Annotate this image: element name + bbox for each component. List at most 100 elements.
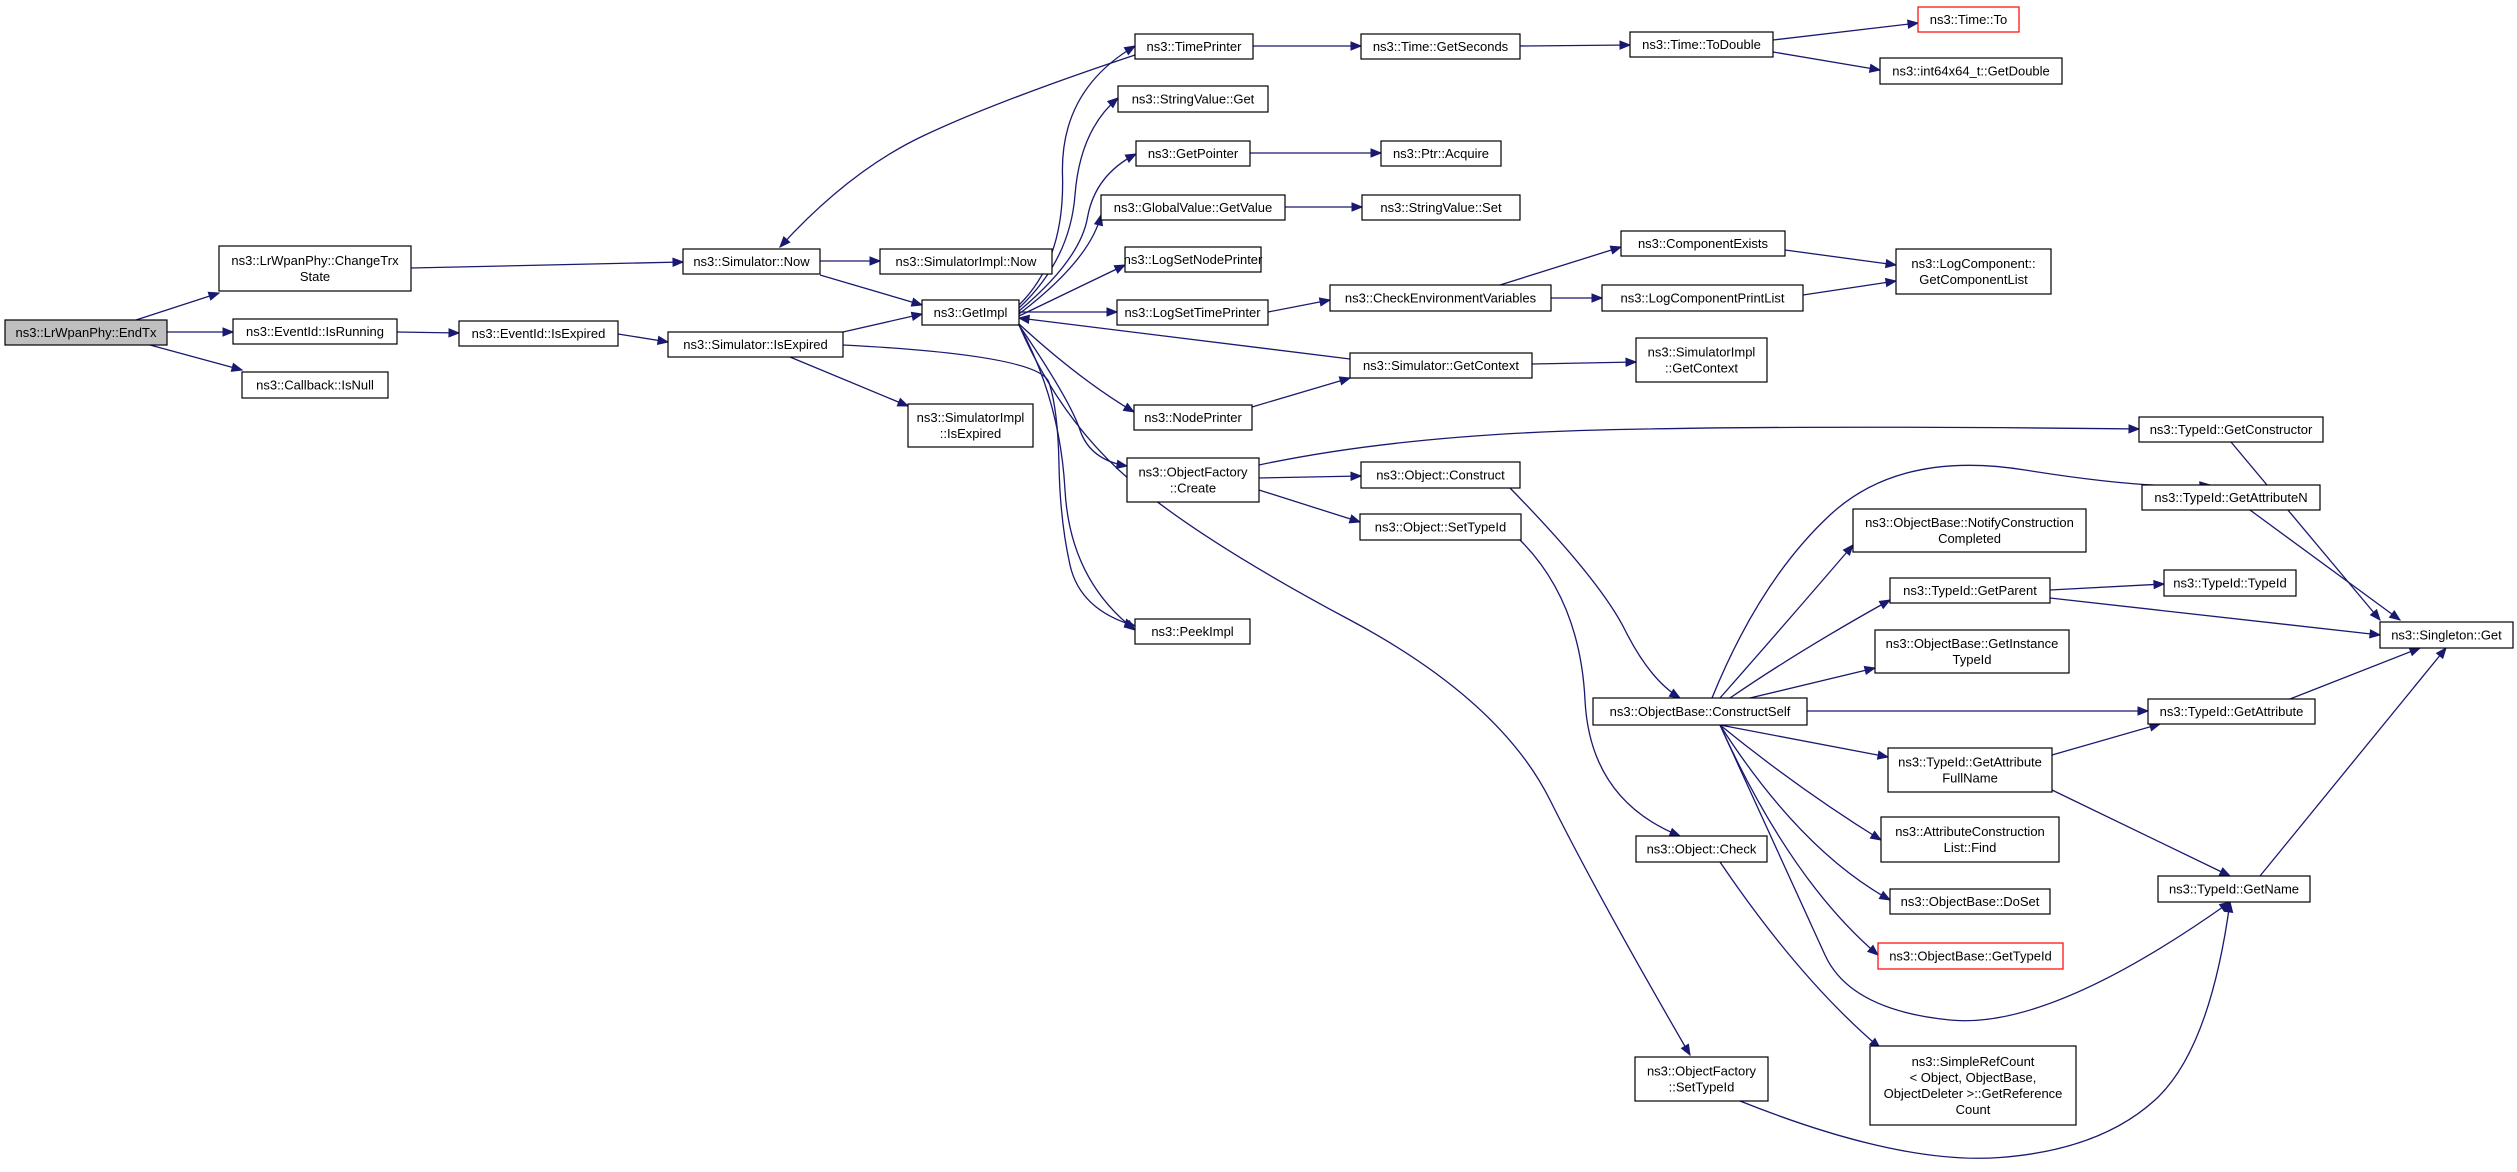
edge-obconstructself-to-obgettypeid — [1719, 724, 1879, 956]
node-obgettypeid[interactable]: ns3::ObjectBase::GetTypeId — [1877, 942, 2064, 970]
node-singletonget[interactable]: ns3::Singleton::Get — [2379, 621, 2514, 649]
node-eidexpired[interactable]: ns3::EventId::IsExpired — [458, 320, 619, 347]
node-strget[interactable]: ns3::StringValue::Get — [1117, 85, 1269, 113]
node-checkenv[interactable]: ns3::CheckEnvironmentVariables — [1329, 284, 1552, 312]
node-isnull[interactable]: ns3::Callback::IsNull — [241, 371, 389, 399]
arrowhead-getimpl — [910, 311, 924, 321]
node-ofcreate[interactable]: ns3::ObjectFactory::Create — [1126, 457, 1260, 503]
node-typeidgetname[interactable]: ns3::TypeId::GetName — [2157, 875, 2311, 903]
node-label: ::IsExpired — [940, 426, 1001, 441]
arrowhead-timeto — [1907, 19, 1920, 29]
node-simplerefcount[interactable]: ns3::SimpleRefCount< Object, ObjectBase,… — [1869, 1045, 2077, 1126]
arrowhead-getpointer — [1124, 153, 1138, 164]
node-getpointer[interactable]: ns3::GetPointer — [1135, 140, 1251, 167]
edge-getimpl-to-nodeprinter — [1018, 323, 1135, 413]
node-objsettypeid[interactable]: ns3::Object::SetTypeId — [1359, 513, 1522, 541]
node-label: ObjectDeleter >::GetReference — [1884, 1086, 2063, 1101]
arrowhead-simnow — [779, 236, 791, 248]
node-label: ns3::LogSetTimePrinter — [1124, 305, 1261, 320]
arrowhead-simimplnow — [869, 256, 882, 266]
node-box — [1124, 246, 1262, 273]
node-logsetnode[interactable]: ns3::LogSetNodePrinter — [1124, 246, 1263, 273]
arrowhead-objconstruct — [1350, 471, 1363, 481]
node-obdoset[interactable]: ns3::ObjectBase::DoSet — [1889, 888, 2051, 915]
node-objcheck[interactable]: ns3::Object::Check — [1635, 835, 1768, 863]
node-logcompget[interactable]: ns3::LogComponent::GetComponentList — [1895, 248, 2052, 295]
node-box — [232, 318, 398, 345]
node-logcompprint[interactable]: ns3::LogComponentPrintList — [1601, 284, 1804, 312]
node-typeidgetparent[interactable]: ns3::TypeId::GetParent — [1889, 577, 2051, 604]
node-box — [1634, 1056, 1769, 1102]
node-box — [1895, 248, 2052, 295]
node-label: ns3::ObjectBase::NotifyConstruction — [1865, 515, 2074, 530]
node-strset[interactable]: ns3::StringValue::Set — [1361, 194, 1521, 221]
node-box — [921, 299, 1020, 326]
edge-todouble-to-int64getdouble — [1772, 51, 1881, 71]
node-label: ns3::ComponentExists — [1638, 236, 1769, 251]
node-box — [1880, 816, 2060, 863]
node-box — [1877, 942, 2064, 970]
node-timeprinter[interactable]: ns3::TimePrinter — [1134, 33, 1254, 60]
node-ofsettypeid[interactable]: ns3::ObjectFactory::SetTypeId — [1634, 1056, 1769, 1102]
node-logsettime[interactable]: ns3::LogSetTimePrinter — [1116, 299, 1269, 326]
node-timeto[interactable]: ns3::Time::To — [1917, 6, 2020, 33]
node-simnow[interactable]: ns3::Simulator::Now — [682, 248, 821, 275]
node-gvgetvalue[interactable]: ns3::GlobalValue::GetValue — [1100, 194, 1286, 221]
arrowhead-objcheck — [1668, 827, 1682, 837]
node-endtx[interactable]: ns3::LrWpanPhy::EndTx — [4, 319, 168, 346]
arrowhead-strset — [1351, 202, 1364, 212]
node-nodeprinter[interactable]: ns3::NodePrinter — [1133, 404, 1253, 431]
node-obconstructself[interactable]: ns3::ObjectBase::ConstructSelf — [1592, 697, 1808, 726]
node-int64getdouble[interactable]: ns3::int64x64_t::GetDouble — [1879, 57, 2063, 85]
edge-getimpl-to-ofsettypeid — [1018, 324, 1691, 1056]
node-simgetcontext[interactable]: ns3::Simulator::GetContext — [1349, 352, 1533, 379]
arrowhead-logcompget — [1884, 277, 1898, 288]
node-label: ns3::TypeId::GetAttribute — [1898, 755, 2042, 770]
node-simimplgetcontext[interactable]: ns3::SimulatorImpl::GetContext — [1635, 337, 1768, 383]
node-label: ns3::Time::ToDouble — [1642, 37, 1761, 52]
node-box — [458, 320, 619, 347]
node-obnotify[interactable]: ns3::ObjectBase::NotifyConstructionCompl… — [1852, 508, 2087, 553]
node-simimplexpired[interactable]: ns3::SimulatorImpl::IsExpired — [907, 403, 1034, 448]
node-isrunning[interactable]: ns3::EventId::IsRunning — [232, 318, 398, 345]
node-typeidgetattribute[interactable]: ns3::TypeId::GetAttribute — [2147, 698, 2316, 725]
node-typeidgetattributen[interactable]: ns3::TypeId::GetAttributeN — [2141, 484, 2321, 511]
edge-logsettime-to-checkenv — [1267, 299, 1331, 313]
node-compexists[interactable]: ns3::ComponentExists — [1620, 230, 1786, 257]
node-box — [2138, 416, 2324, 443]
node-label: List::Find — [1944, 840, 1997, 855]
node-ptracquire[interactable]: ns3::Ptr::Acquire — [1380, 140, 1502, 167]
node-objconstruct[interactable]: ns3::Object::Construct — [1360, 461, 1521, 489]
node-getseconds[interactable]: ns3::Time::GetSeconds — [1360, 33, 1521, 60]
node-label: ns3::Simulator::IsExpired — [683, 337, 828, 352]
node-box — [1100, 194, 1286, 221]
node-box — [241, 371, 389, 399]
node-box — [1361, 194, 1521, 221]
arrowhead-obgetinstance — [1863, 665, 1877, 676]
node-label: ns3::SimulatorImpl — [917, 410, 1025, 425]
node-box — [2141, 484, 2321, 511]
node-getimpl[interactable]: ns3::GetImpl — [921, 299, 1020, 326]
node-typeidtypeid[interactable]: ns3::TypeId::TypeId — [2163, 569, 2297, 597]
node-typeidgetconstructor[interactable]: ns3::TypeId::GetConstructor — [2138, 416, 2324, 443]
node-box — [1592, 697, 1808, 726]
node-box — [879, 248, 1053, 275]
node-label: ns3::ObjectBase::GetTypeId — [1889, 949, 2052, 964]
node-simimplnow[interactable]: ns3::SimulatorImpl::Now — [879, 248, 1053, 275]
arrowhead-singletonget — [2369, 629, 2382, 639]
edge-ofcreate-to-objsettypeid — [1258, 489, 1361, 523]
node-label: ns3::LrWpanPhy::EndTx — [16, 325, 157, 340]
arrowhead-obgettypeid — [1866, 944, 1880, 956]
edge-typeidgetattrfull-to-typeidgetname — [2051, 789, 2231, 877]
node-peekimpl[interactable]: ns3::PeekImpl — [1134, 618, 1251, 645]
arrowhead-singletonget — [2408, 647, 2422, 657]
node-todouble[interactable]: ns3::Time::ToDouble — [1629, 31, 1774, 58]
node-simexpired[interactable]: ns3::Simulator::IsExpired — [667, 331, 844, 358]
node-box — [1635, 835, 1768, 863]
node-label: ns3::SimulatorImpl::Now — [896, 254, 1037, 269]
arrowhead-simexpired — [656, 335, 670, 346]
